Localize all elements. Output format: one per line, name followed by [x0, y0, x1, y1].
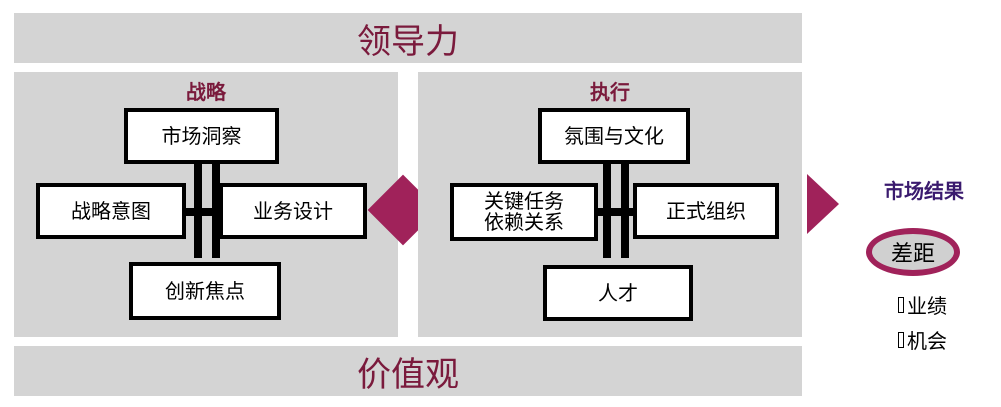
leadership-band: 领导力 [14, 13, 802, 63]
values-label: 价值观 [357, 354, 459, 395]
arrow-chevron-icon [807, 174, 839, 234]
result-item-label: 业绩 [907, 294, 947, 318]
bullet-icon [898, 296, 904, 313]
execution-title: 执行 [590, 80, 630, 104]
execution-box-formal-org: 正式组织 [633, 183, 779, 239]
execution-box-talent: 人才 [543, 265, 693, 321]
strategy-box-innovation-focus: 创新焦点 [129, 262, 281, 320]
execution-box-culture: 氛围与文化 [538, 108, 690, 164]
execution-connector-horizontal [578, 208, 638, 216]
result-item-label: 机会 [907, 329, 947, 353]
gap-oval: 差距 [866, 228, 960, 276]
strategy-box-market-insight: 市场洞察 [124, 108, 279, 164]
execution-panel: 执行 氛围与文化 关键任务 依赖关系 正式组织 人才 [418, 72, 802, 337]
result-item-performance: 业绩 [898, 290, 947, 319]
result-item-opportunity: 机会 [898, 325, 947, 354]
gap-label: 差距 [890, 242, 935, 267]
values-band: 价值观 [14, 346, 802, 396]
leadership-label: 领导力 [357, 21, 459, 62]
key-tasks-line1: 关键任务 [484, 189, 564, 213]
bullet-icon [898, 331, 904, 348]
strategy-box-strategic-intent: 战略意图 [36, 183, 186, 239]
strategy-title: 战略 [186, 80, 226, 104]
results-title: 市场结果 [884, 179, 964, 203]
strategy-box-business-design: 业务设计 [219, 183, 367, 239]
strategy-panel: 战略 市场洞察 战略意图 业务设计 创新焦点 [14, 72, 398, 337]
execution-box-key-tasks: 关键任务 依赖关系 [450, 183, 598, 241]
key-tasks-line2: 依赖关系 [484, 210, 564, 234]
strategy-connector-horizontal [182, 208, 232, 216]
